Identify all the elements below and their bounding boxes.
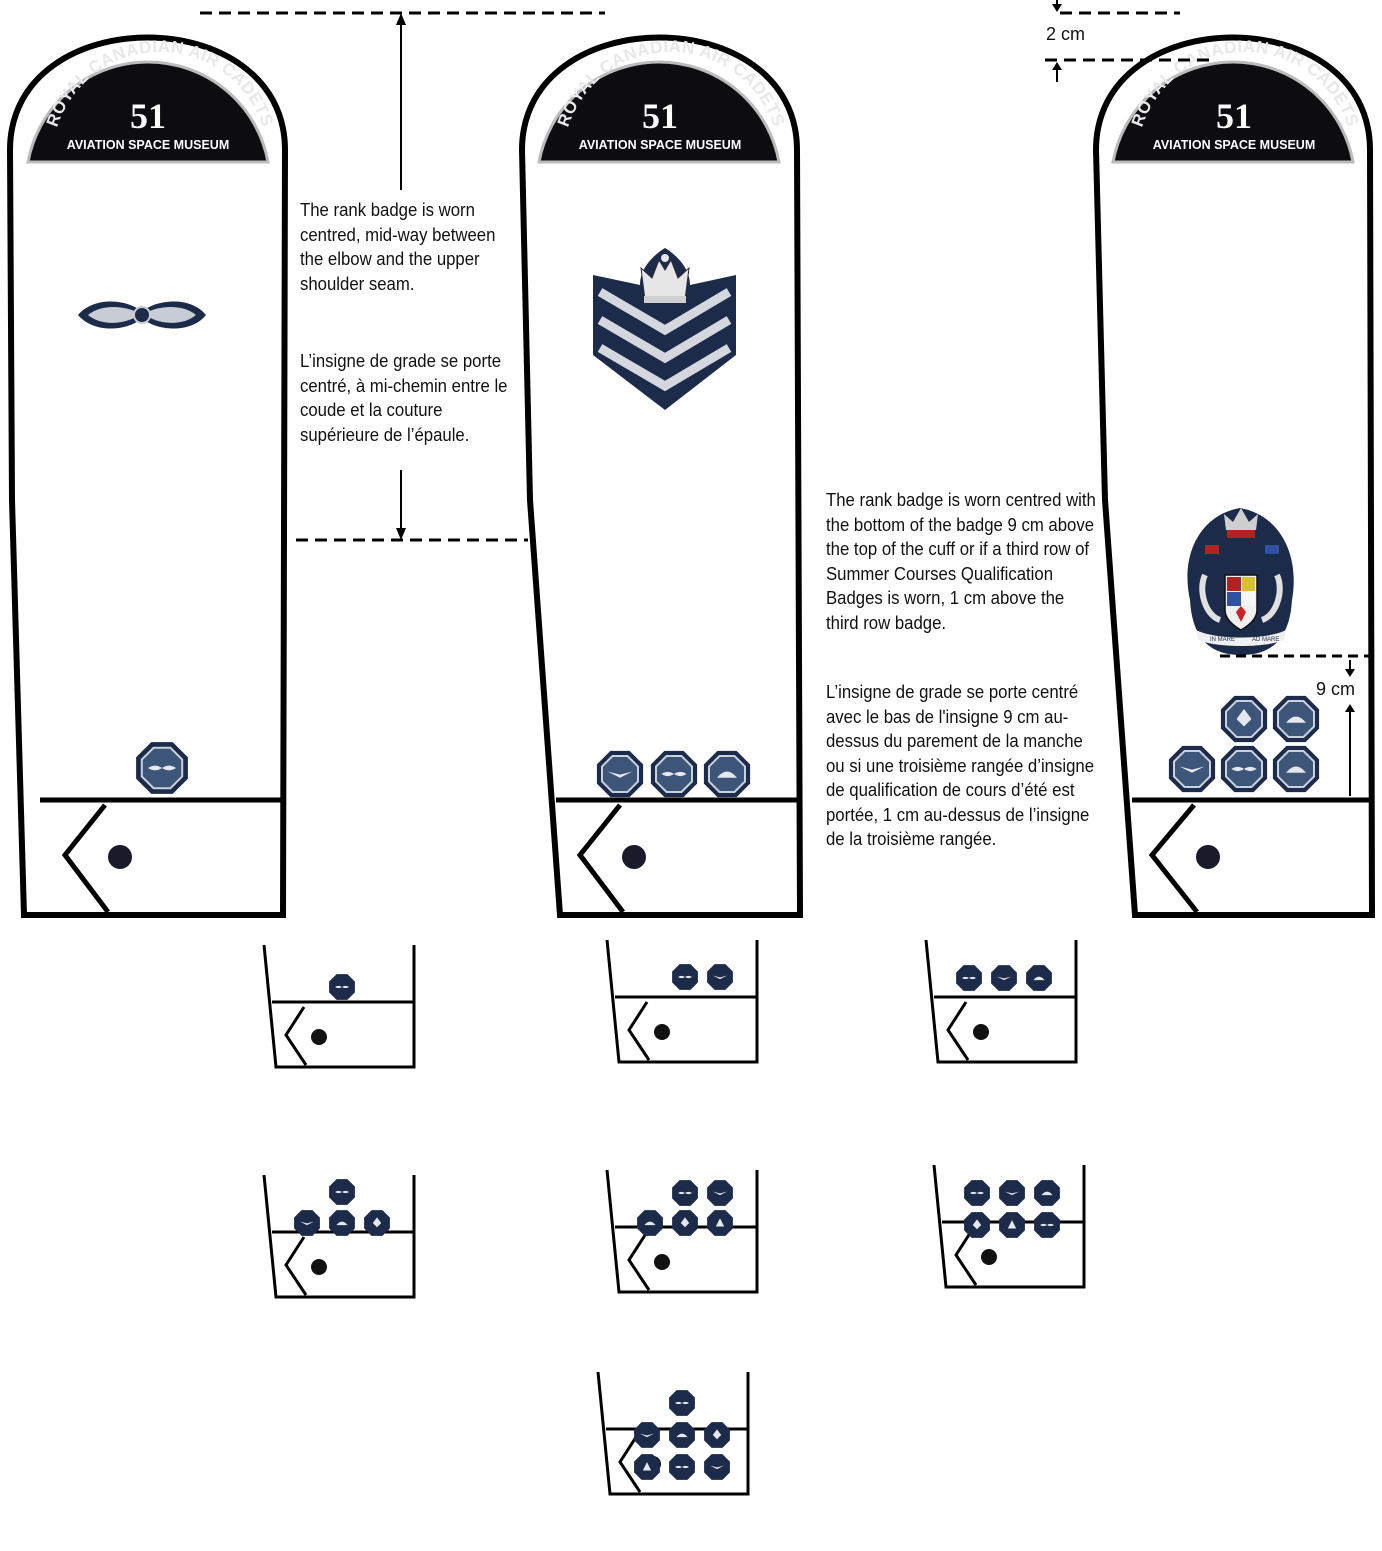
- senior-rank-placement-note-en: The rank badge is worn centred with the …: [826, 488, 1100, 635]
- cuff-thumbnail: [607, 940, 757, 1062]
- qualification-badge-icon: [964, 1212, 990, 1238]
- qualification-badge-icon: [672, 1180, 698, 1206]
- qualification-badge-icon: [136, 742, 188, 794]
- patch-bottom-text: AVIATION SPACE MUSEUM: [67, 138, 230, 152]
- cuff-thumbnail: [264, 945, 414, 1067]
- patch-bottom-text: AVIATION SPACE MUSEUM: [579, 138, 742, 152]
- patch-number: 51: [1216, 96, 1252, 136]
- qualification-badge-icon: [1273, 696, 1319, 742]
- qualification-badge-icon: [1221, 696, 1267, 742]
- rank-placement-note-fr: L’insigne de grade se porte centré, à mi…: [300, 349, 509, 447]
- cuff-button-icon: [973, 1024, 989, 1040]
- qualification-badge-icon: [707, 964, 733, 990]
- patch-number: 51: [642, 96, 678, 136]
- qualification-badge-icon: [1169, 746, 1215, 792]
- qualification-badge-icon: [329, 974, 355, 1000]
- cuff-button-icon: [622, 845, 646, 869]
- qualification-badge-icon: [329, 1210, 355, 1236]
- cuff-gap-label: 9 cm: [1316, 679, 1355, 700]
- qualification-badge-icon: [669, 1454, 695, 1480]
- qualification-badge-icon: [707, 1210, 733, 1236]
- qualification-badge-icon: [637, 1210, 663, 1236]
- qualification-badge-icon: [1034, 1212, 1060, 1238]
- patch-number: 51: [130, 96, 166, 136]
- qualification-badge-icon: [651, 751, 697, 797]
- cuff-button-icon: [108, 845, 132, 869]
- qualification-badge-icon: [672, 964, 698, 990]
- qualification-badge-icon: [956, 965, 982, 991]
- qualification-badge-icon: [672, 1210, 698, 1236]
- senior-rank-placement-note-fr: L’insigne de grade se porte centré avec …: [826, 680, 1100, 852]
- qualification-badge-icon: [1026, 965, 1052, 991]
- motto-right: AD MARE: [1252, 637, 1279, 643]
- qualification-badge-icon: [1221, 746, 1267, 792]
- qualification-badge-icon: [329, 1179, 355, 1205]
- qualification-badge-icon: [964, 1180, 990, 1206]
- qualification-badge-icon: [991, 965, 1017, 991]
- qualification-badge-icon: [634, 1454, 660, 1480]
- qualification-badge-icon: [1034, 1180, 1060, 1206]
- cuff-button-icon: [311, 1259, 327, 1275]
- qualification-badge-icon: [999, 1212, 1025, 1238]
- patch-bottom-text: AVIATION SPACE MUSEUM: [1153, 138, 1316, 152]
- qualification-badge-icon: [669, 1422, 695, 1448]
- qualification-badge-icon: [364, 1210, 390, 1236]
- qualification-badge-icon: [1273, 746, 1319, 792]
- cuff-thumbnail: [926, 940, 1076, 1062]
- qualification-badge-icon: [707, 1180, 733, 1206]
- top-gap-label: 2 cm: [1046, 24, 1085, 45]
- qualification-badge-icon: [704, 1422, 730, 1448]
- qualification-badge-icon: [704, 1454, 730, 1480]
- cuff-button-icon: [311, 1029, 327, 1045]
- motto-left: IN MARE: [1210, 637, 1235, 643]
- qualification-badge-icon: [634, 1422, 660, 1448]
- qualification-badge-icon: [597, 751, 643, 797]
- cuff-button-icon: [654, 1254, 670, 1270]
- rank-placement-note-en: The rank badge is worn centred, mid-way …: [300, 198, 509, 296]
- cuff-button-icon: [654, 1024, 670, 1040]
- qualification-badge-icon: [999, 1180, 1025, 1206]
- qualification-badge-icon: [669, 1390, 695, 1416]
- qualification-badge-icon: [294, 1210, 320, 1236]
- cuff-button-icon: [981, 1249, 997, 1265]
- qualification-badge-icon: [704, 751, 750, 797]
- cuff-button-icon: [1196, 845, 1220, 869]
